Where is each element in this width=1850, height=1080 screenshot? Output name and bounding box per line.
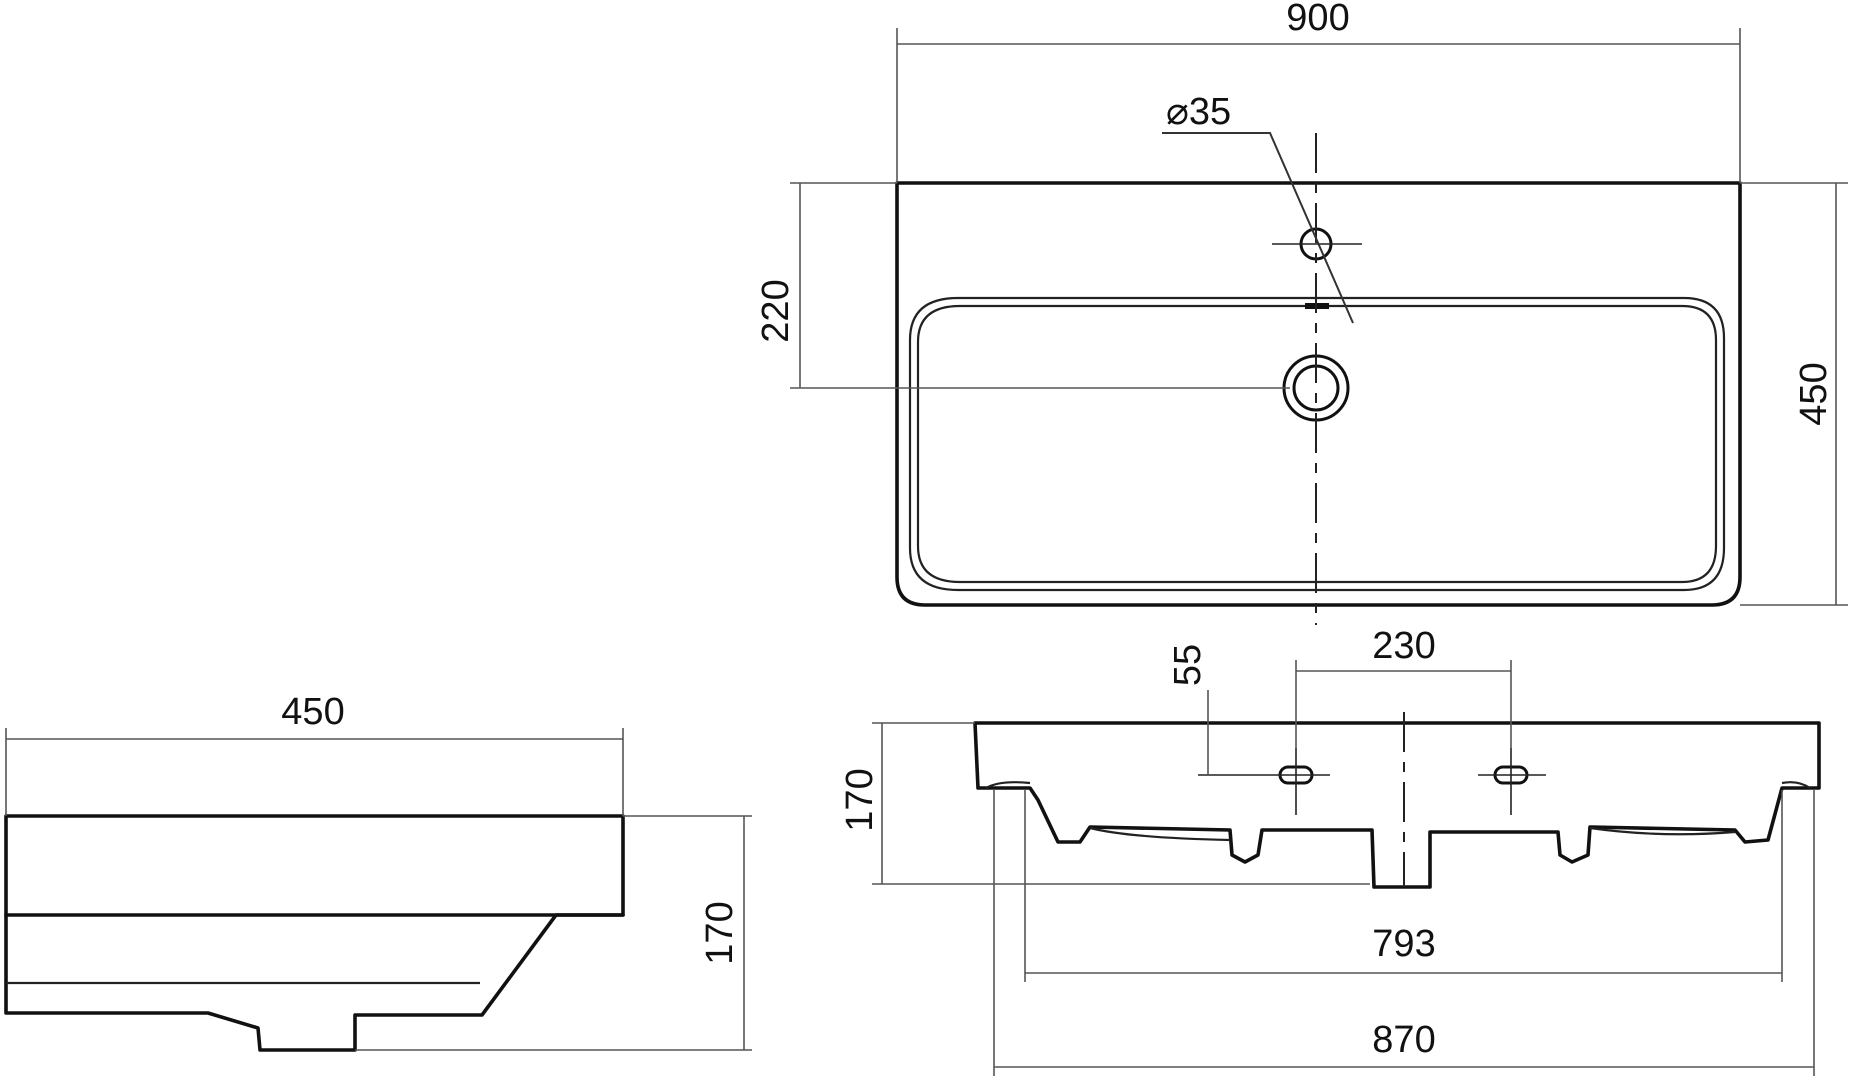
side-view: 450 170 (4, 691, 752, 1052)
front-view-bowl-floor-right (1589, 826, 1736, 836)
diameter-leader (1162, 132, 1354, 324)
front-view-outline (973, 721, 1821, 889)
dim-450-label: 450 (1793, 362, 1835, 425)
front-view-right-lip (1781, 781, 1811, 789)
side-view-outline (4, 814, 625, 1052)
dim-170-front-label: 170 (839, 768, 881, 831)
dim-450-side-label: 450 (281, 691, 344, 733)
top-view-bowl-outer (908, 296, 1726, 592)
tap-hole-diameter-label: ⌀35 (1166, 91, 1231, 133)
front-view: 230 55 170 793 870 (839, 625, 1821, 1076)
front-view-bowl-floor (1089, 826, 1231, 842)
dim-900-label: 900 (1286, 0, 1349, 39)
dim-170-side-label: 170 (699, 901, 741, 964)
front-view-left-lip (985, 781, 1031, 789)
dim-793-label: 793 (1372, 923, 1435, 965)
top-view-basin-outline (895, 181, 1742, 607)
dim-870-label: 870 (1372, 1019, 1435, 1061)
dim-55-label: 55 (1167, 644, 1209, 686)
top-view: ⌀35 900 450 220 (755, 0, 1848, 625)
dim-220-label: 220 (755, 279, 797, 342)
dim-230-label: 230 (1372, 625, 1435, 667)
top-view-bowl-inner (916, 304, 1718, 584)
